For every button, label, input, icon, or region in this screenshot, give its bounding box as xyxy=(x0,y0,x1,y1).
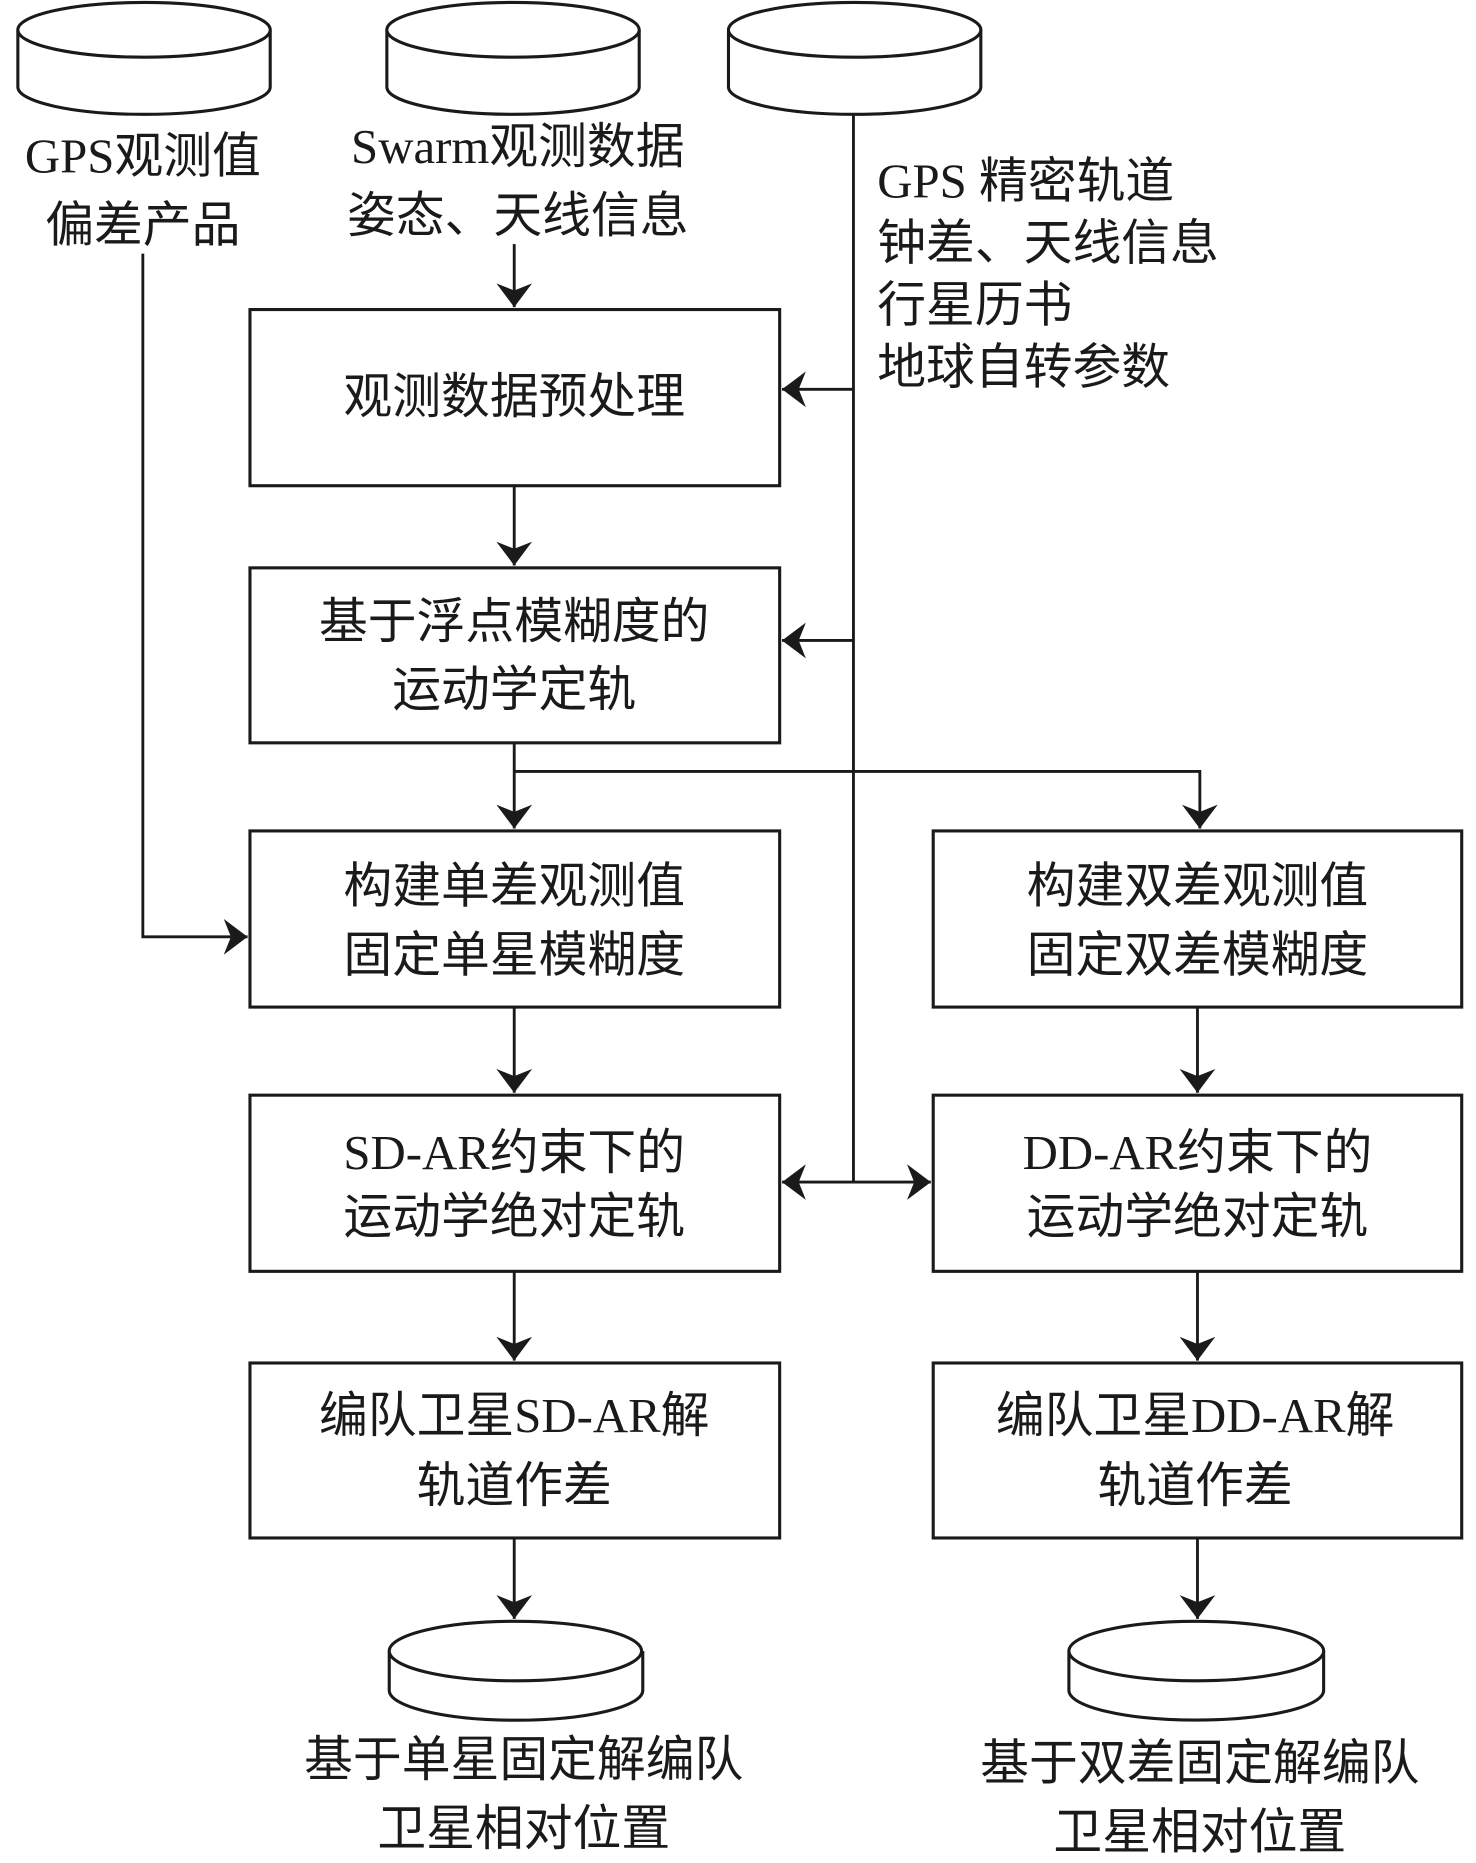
box-sd-diff-label-2: 轨道作差 xyxy=(417,1459,612,1513)
output-label-sd-1: 基于单星固定解编队 xyxy=(304,1733,743,1787)
box-sd-pod-label-2: 运动学绝对定轨 xyxy=(343,1190,685,1244)
database-icon-swarm xyxy=(385,0,641,116)
input-label-gps-obs-2: 偏差产品 xyxy=(45,199,240,253)
box-dd-pod: DD-AR约束下的 运动学绝对定轨 xyxy=(931,1093,1464,1273)
box-dd-diff-label-2: 轨道作差 xyxy=(1097,1459,1292,1513)
database-icon-sd-result xyxy=(387,1619,645,1722)
box-dd-diff: 编队卫星DD-AR解 轨道作差 xyxy=(931,1361,1464,1540)
box-sd-build: 构建单差观测值 固定单星模糊度 xyxy=(248,829,782,1009)
database-icon-gps-obs xyxy=(16,0,272,116)
box-sd-build-label-2: 固定单星模糊度 xyxy=(343,928,685,982)
box-sd-diff-label-1: 编队卫星SD-AR解 xyxy=(319,1389,709,1443)
box-dd-build: 构建双差观测值 固定双差模糊度 xyxy=(931,829,1464,1009)
output-label-sd-2: 卫星相对位置 xyxy=(377,1802,670,1856)
output-label-dd-1: 基于双差固定解编队 xyxy=(980,1737,1419,1791)
input-label-swarm-1: Swarm观测数据 xyxy=(351,120,684,174)
database-icon-dd-result xyxy=(1067,1619,1326,1722)
input-label-gps-products-4: 地球自转参数 xyxy=(877,340,1170,394)
box-float-pod: 基于浮点模糊度的 运动学定轨 xyxy=(248,566,782,745)
box-dd-build-label-2: 固定双差模糊度 xyxy=(1027,928,1369,982)
input-label-gps-obs-1: GPS观测值 xyxy=(25,130,261,184)
input-label-swarm-2: 姿态、天线信息 xyxy=(347,189,689,243)
box-dd-pod-label-1: DD-AR约束下的 xyxy=(1023,1126,1373,1180)
box-sd-pod-label-1: SD-AR约束下的 xyxy=(343,1126,685,1180)
box-sd-build-label-1: 构建单差观测值 xyxy=(343,859,685,913)
box-float-pod-label-2: 运动学定轨 xyxy=(392,663,636,717)
box-dd-pod-label-2: 运动学绝对定轨 xyxy=(1027,1190,1369,1244)
box-preprocess-label: 观测数据预处理 xyxy=(343,370,685,424)
box-float-pod-label-1: 基于浮点模糊度的 xyxy=(319,595,709,649)
box-sd-diff: 编队卫星SD-AR解 轨道作差 xyxy=(248,1361,782,1540)
input-label-gps-products-2: 钟差、天线信息 xyxy=(877,217,1219,271)
output-label-dd-2: 卫星相对位置 xyxy=(1053,1806,1346,1860)
input-label-gps-products-1: GPS 精密轨道 xyxy=(877,155,1174,209)
box-sd-pod: SD-AR约束下的 运动学绝对定轨 xyxy=(248,1093,782,1273)
input-label-gps-products-3: 行星历书 xyxy=(877,278,1072,332)
box-dd-build-label-1: 构建双差观测值 xyxy=(1027,859,1369,913)
box-dd-diff-label-1: 编队卫星DD-AR解 xyxy=(996,1389,1394,1443)
connectors xyxy=(141,113,1218,1619)
database-icon-gps-products xyxy=(726,0,983,116)
box-preprocess: 观测数据预处理 xyxy=(248,308,782,488)
